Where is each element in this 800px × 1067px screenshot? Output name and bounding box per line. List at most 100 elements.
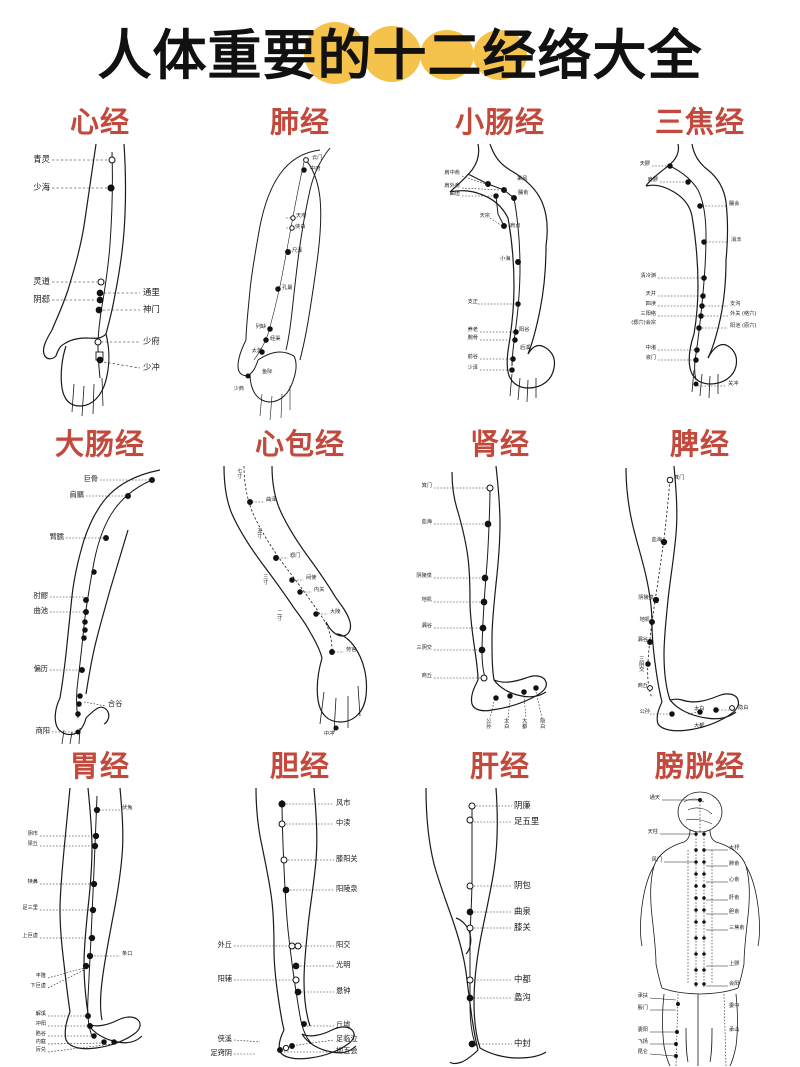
acupoint-label: 曲池 [33, 606, 48, 615]
acupoint-label: 商阳 [35, 726, 50, 735]
acupoint-label: 箕门 [674, 475, 685, 481]
acupoint-label: 肩贞 [510, 223, 521, 229]
acupoint-label: 小海 [500, 256, 511, 262]
meridian-panel-lung: 肺经 [200, 100, 400, 422]
acupoint-label: 条口 [122, 951, 133, 957]
acupoint-label: 承扶 [637, 993, 648, 999]
acupoint-label: 阳交 [336, 940, 351, 949]
acupoint-label: 梁丘 [27, 841, 38, 847]
meridian-diagram-lung: 云门 中府 天府 侠白 尺泽 孔最 列缺 经渠 太渊 鱼际 少商 [200, 144, 400, 422]
acupoint-label: 天井 [645, 291, 656, 297]
acupoint-label: 秉风 [517, 176, 528, 182]
acupoint-label: 殷门 [637, 1005, 648, 1011]
meridian-title-small-intestine: 小肠经 [454, 105, 545, 139]
acupoint-label: 蠡沟 [514, 992, 531, 1002]
acupoint-label: 养老 [467, 327, 478, 333]
acupoint-label: 液门 [645, 355, 656, 361]
acupoint-label: 肩髃 [69, 490, 84, 499]
acupoint-label: 飞扬 [637, 1039, 648, 1045]
acupoint-label: 地五会 [336, 1046, 358, 1055]
meridian-panel-heart: 心经 [0, 100, 200, 422]
acupoint-label: 大都 [694, 723, 705, 729]
acupoint-label: 臑会 [729, 201, 740, 207]
acupoint-label: 足三里 [22, 905, 38, 911]
page-title-bar: 人体重要的十二经络大全 [0, 0, 800, 100]
acupoint-label: 箕门 [421, 483, 432, 489]
acupoint-label: 公孙 [485, 718, 492, 729]
acupoint-label: 阳池 (原穴) [730, 323, 757, 329]
acupoint-label: 外丘 [217, 940, 232, 949]
acupoint-label: 大都 [521, 718, 528, 729]
acupoint-label: 太白 [503, 718, 510, 729]
acupoint-label: 间使 [306, 575, 317, 581]
acupoint-label: 少府 [143, 336, 160, 346]
acupoint-label: 臑俞 [518, 190, 529, 196]
acupoint-label: 商丘 [421, 673, 432, 679]
acupoint-label: 足五里 [514, 816, 540, 826]
acupoint-label: 孔最 [282, 285, 293, 291]
acupoint-label: 膝关 [514, 922, 531, 932]
meridian-title-kidney: 肾经 [469, 427, 530, 461]
acupoint-label: 胆俞 [729, 909, 740, 915]
acupoint-label: 郄门 [290, 553, 301, 559]
acupoint-label: 中渚 [645, 345, 656, 351]
acupoint-label: 少泽 [467, 365, 478, 371]
acupoint-label: 腕骨 [467, 335, 478, 341]
acupoint-label: 昆仑 [637, 1049, 648, 1055]
acupoint-label: 天柱 [647, 829, 658, 835]
meridian-title-gallbladder: 胆经 [269, 749, 330, 783]
acupoint-label: 犊鼻 [27, 879, 38, 885]
acupoint-label: 神门 [143, 304, 160, 314]
acupoint-label: 前谷 [467, 354, 478, 360]
acupoint-label: 解溪 [35, 1011, 46, 1017]
acupoint-label: 阴郄 [33, 294, 50, 304]
meridian-diagram-liver: 阴廉 足五里 阴包 曲泉 膝关 中都 蠡沟 中封 [400, 788, 600, 1066]
acupoint-label: 合谷 [108, 699, 123, 708]
acupoint-label: (郄穴)会宗 [631, 320, 656, 326]
acupoint-label: 会阳 [729, 981, 740, 987]
page-title: 人体重要的十二经络大全 [97, 23, 703, 87]
acupoint-label: 承山 [729, 1027, 740, 1033]
meridian-title-heart: 心经 [69, 105, 130, 139]
acupoint-label: 委中 [729, 1003, 740, 1009]
acupoint-label: 劳宫 [346, 647, 357, 653]
meridian-panel-kidney: 肾经 [400, 422, 600, 744]
acupoint-label: 支正 [467, 299, 478, 305]
acupoint-label: 中冲 [324, 731, 335, 737]
acupoint-label: 足窍阴 [210, 1048, 232, 1057]
acupoint-label: 三焦俞 [729, 925, 745, 931]
acupoint-label: 委阳 [637, 1027, 648, 1033]
acupoint-label: 内庭 [35, 1039, 46, 1045]
acupoint-label: 三阴交 [638, 656, 645, 672]
acupoint-label: 冲阳 [35, 1021, 46, 1027]
acupoint-label: 伏兔 [122, 805, 133, 811]
meridian-diagram-pericardium: 七寸 五寸 三寸 二寸 曲泽 郄门 间使 内关 大陵 劳宫 中冲 [200, 466, 400, 744]
meridian-diagram-spleen: 箕门 血海 阴陵泉 地机 漏谷 三阴交 商丘 公孙 太白 隐白 大都 [600, 466, 800, 744]
meridian-title-large-intestine: 大肠经 [54, 427, 145, 461]
meridian-diagram-gallbladder: 风市 中渎 膝阳关 阳陵泉 外丘 阳交 光明 阳辅 悬钟 丘墟 侠溪 足临泣 足… [200, 788, 400, 1066]
acupoint-label: 公孙 [639, 709, 650, 715]
acupoint-label: 天宗 [479, 213, 490, 219]
meridian-panel-pericardium: 心包经 [200, 422, 400, 744]
acupoint-label: 云门 [312, 155, 323, 161]
acupoint-label: 丰隆 [35, 973, 46, 979]
acupoint-label: 偏历 [33, 664, 48, 673]
acupoint-label: 少商 [233, 386, 244, 392]
acupoint-label: 清冷渊 [640, 273, 656, 279]
acupoint-label: 通里 [143, 287, 160, 297]
acupoint-label: 通天 [649, 795, 660, 801]
acupoint-label: 肺俞 [729, 861, 740, 867]
acupoint-label: 侠溪 [217, 1034, 232, 1043]
acupoint-label: 灵道 [33, 276, 50, 286]
acupoint-label: 三寸 [262, 574, 269, 585]
acupoint-label: 漏谷 [421, 623, 432, 629]
acupoint-label: 上髎 [729, 961, 740, 967]
meridian-title-stomach: 胃经 [69, 749, 130, 783]
acupoint-label: 地机 [421, 597, 432, 603]
meridian-panel-spleen: 脾经 [600, 422, 800, 744]
acupoint-label: 大杼 [729, 845, 740, 851]
acupoint-label: 中渎 [336, 818, 351, 827]
acupoint-label: 阳辅 [217, 974, 232, 983]
acupoint-label: 曲泉 [514, 906, 531, 916]
acupoint-label: 三阳络 [640, 311, 656, 317]
